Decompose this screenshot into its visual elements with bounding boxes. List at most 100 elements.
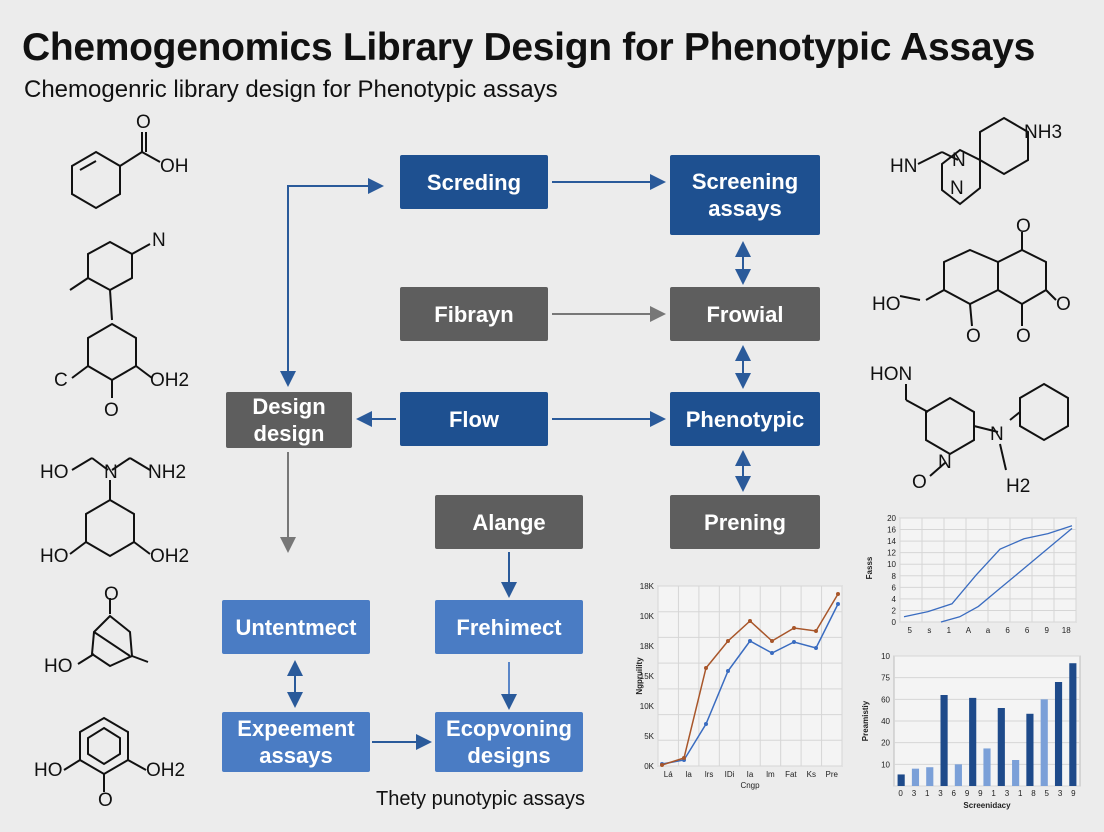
- molecule-2-ring-bottom: [87, 322, 137, 382]
- molecule-3-ring: [85, 498, 135, 558]
- box-fibrayn-label: Fibrayn: [434, 301, 514, 327]
- x-tick-label: 6: [952, 789, 957, 798]
- box-screding: Screding: [400, 155, 548, 209]
- box-ecopvoning-label-1: Ecopvoning: [446, 716, 572, 741]
- m3-ho: HO: [40, 462, 69, 483]
- y-tick-label: 12: [887, 549, 896, 558]
- molecule-r3-ring-2: [1019, 382, 1069, 442]
- m3-oh2: OH2: [150, 546, 189, 567]
- bar: [940, 695, 948, 786]
- x-tick-label: 6: [1025, 626, 1030, 635]
- data-point: [836, 602, 840, 606]
- x-tick-label: s: [927, 626, 931, 635]
- box-frowial: Frowial: [670, 287, 820, 341]
- x-tick-label: 9: [1071, 789, 1076, 798]
- m5-oh2: OH2: [146, 760, 185, 781]
- bar: [1026, 713, 1034, 786]
- x-tick-label: 3: [1058, 789, 1063, 798]
- x-tick-label: IDi: [725, 770, 735, 779]
- data-point: [792, 626, 796, 630]
- x-tick-label: Pre: [826, 770, 839, 779]
- m4-o: O: [104, 584, 119, 605]
- box-frehimect-label: Frehimect: [456, 614, 562, 640]
- bar: [897, 774, 905, 786]
- x-axis-label: Cngp: [740, 781, 760, 790]
- y-tick-label: 60: [881, 695, 890, 704]
- y-axis-label: Fasss: [865, 556, 874, 579]
- y-tick-label: 10: [881, 652, 890, 661]
- x-tick-label: lrs: [705, 770, 713, 779]
- data-point: [836, 592, 840, 596]
- box-ecopvoning-label-2: designs: [467, 743, 551, 768]
- y-tick-label: 16: [887, 526, 896, 535]
- molecule-r2-ring-1: [943, 248, 999, 306]
- y-tick-label: 18K: [640, 582, 655, 591]
- m2-c: C: [54, 370, 68, 391]
- x-tick-label: Fat: [785, 770, 797, 779]
- m2-o: O: [104, 400, 119, 421]
- r3-n2: N: [990, 424, 1004, 445]
- box-screening-label-1: Screening: [691, 169, 799, 194]
- molecule-r1-ring-2: [941, 148, 981, 206]
- r2-o1: O: [1016, 216, 1031, 237]
- series-line-1: [903, 525, 1073, 618]
- y-tick-label: 20: [887, 514, 896, 523]
- molecule-1-ring: [71, 150, 121, 210]
- y-tick-label: 10: [887, 560, 896, 569]
- y-tick-label: 10: [881, 760, 890, 769]
- x-tick-label: 0: [898, 789, 903, 798]
- x-tick-label: 9: [1044, 626, 1049, 635]
- r3-h2: H2: [1006, 476, 1030, 497]
- bar: [926, 767, 934, 786]
- x-tick-label: 1: [925, 789, 930, 798]
- x-tick-label: Lá: [664, 770, 673, 779]
- molecule-r3-ring-1: [925, 396, 975, 456]
- x-tick-label: 6: [1005, 626, 1010, 635]
- series-line-2: [940, 527, 1073, 623]
- data-point: [814, 646, 818, 650]
- box-frehimect: Frehimect: [435, 600, 583, 654]
- x-tick-label: la: [686, 770, 693, 779]
- m5-o: O: [98, 790, 113, 811]
- bar: [954, 764, 962, 786]
- r1-nh3: NH3: [1024, 122, 1062, 143]
- x-tick-label: lm: [766, 770, 775, 779]
- box-expeement-label-2: assays: [259, 743, 333, 768]
- x-tick-label: 3: [1005, 789, 1010, 798]
- r2-o3: O: [1016, 326, 1031, 347]
- m3-nh2: NH2: [148, 462, 186, 483]
- x-tick-label: 1: [947, 626, 952, 635]
- molecule-2-ring-top: [87, 240, 133, 292]
- r2-o2: O: [966, 326, 981, 347]
- r3-n1: N: [938, 452, 952, 473]
- bar: [969, 697, 977, 786]
- r2-ho: HO: [872, 294, 901, 315]
- x-tick-label: 18: [1062, 626, 1071, 635]
- bar: [997, 708, 1005, 786]
- m1-oh: OH: [160, 156, 189, 177]
- x-axis-label: Screenidacy: [963, 801, 1011, 810]
- box-flow: Flow: [400, 392, 548, 446]
- y-tick-label: 40: [881, 717, 890, 726]
- data-point: [770, 651, 774, 655]
- data-point: [682, 756, 686, 760]
- box-design-label-2: design: [253, 421, 325, 446]
- bar: [983, 748, 991, 786]
- data-point: [748, 619, 752, 623]
- x-tick-label: 3: [938, 789, 943, 798]
- bar: [911, 768, 920, 786]
- bar: [1040, 699, 1048, 786]
- m4-ho: HO: [44, 656, 73, 677]
- m5-ho: HO: [34, 760, 63, 781]
- x-tick-label: 1: [1018, 789, 1023, 798]
- molecule-r1-ring-1: [979, 116, 1029, 176]
- m1-o: O: [136, 112, 151, 133]
- data-point: [770, 639, 774, 643]
- y-tick-label: 10K: [640, 612, 655, 621]
- r1-n1: N: [952, 150, 966, 171]
